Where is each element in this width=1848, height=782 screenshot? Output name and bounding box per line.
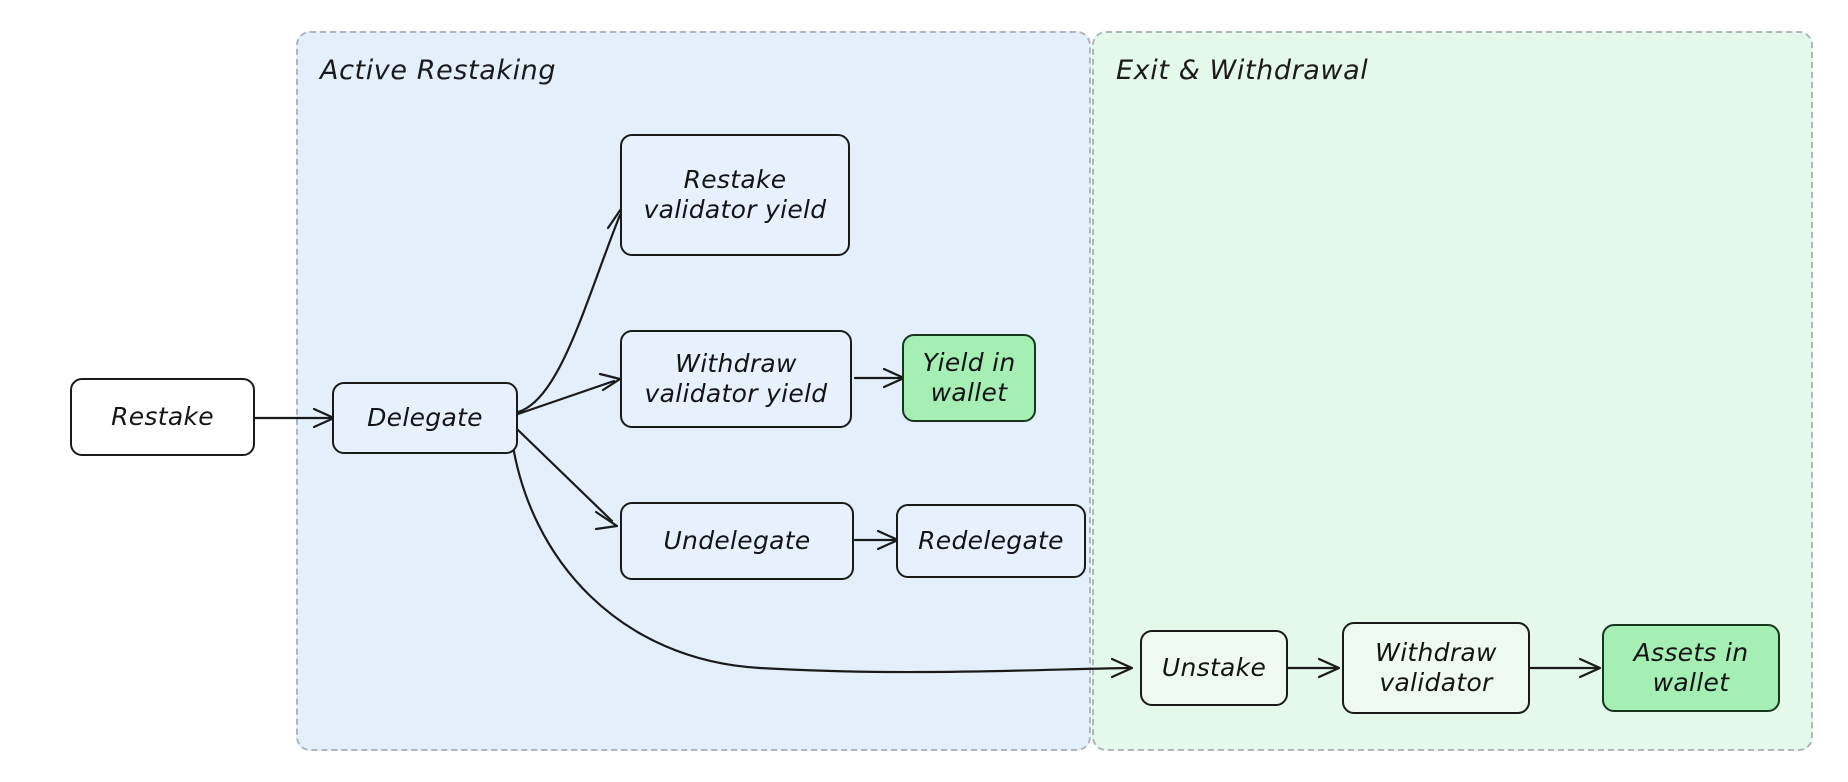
node-withdraw-validator-yield[interactable]: Withdraw validator yield (620, 330, 852, 428)
subgraph-title-exit-withdrawal: Exit & Withdrawal (1116, 55, 1369, 86)
node-unstake[interactable]: Unstake (1140, 630, 1288, 706)
node-withdraw-validator[interactable]: Withdraw validator (1342, 622, 1530, 714)
node-yield-in-wallet[interactable]: Yield in wallet (902, 334, 1036, 422)
node-assets-in-wallet[interactable]: Assets in wallet (1602, 624, 1780, 712)
node-redelegate[interactable]: Redelegate (896, 504, 1086, 578)
node-restake[interactable]: Restake (70, 378, 255, 456)
node-delegate[interactable]: Delegate (332, 382, 518, 454)
node-undelegate[interactable]: Undelegate (620, 502, 854, 580)
subgraph-title-active-restaking: Active Restaking (320, 55, 557, 86)
node-restake-validator-yield[interactable]: Restake validator yield (620, 134, 850, 256)
